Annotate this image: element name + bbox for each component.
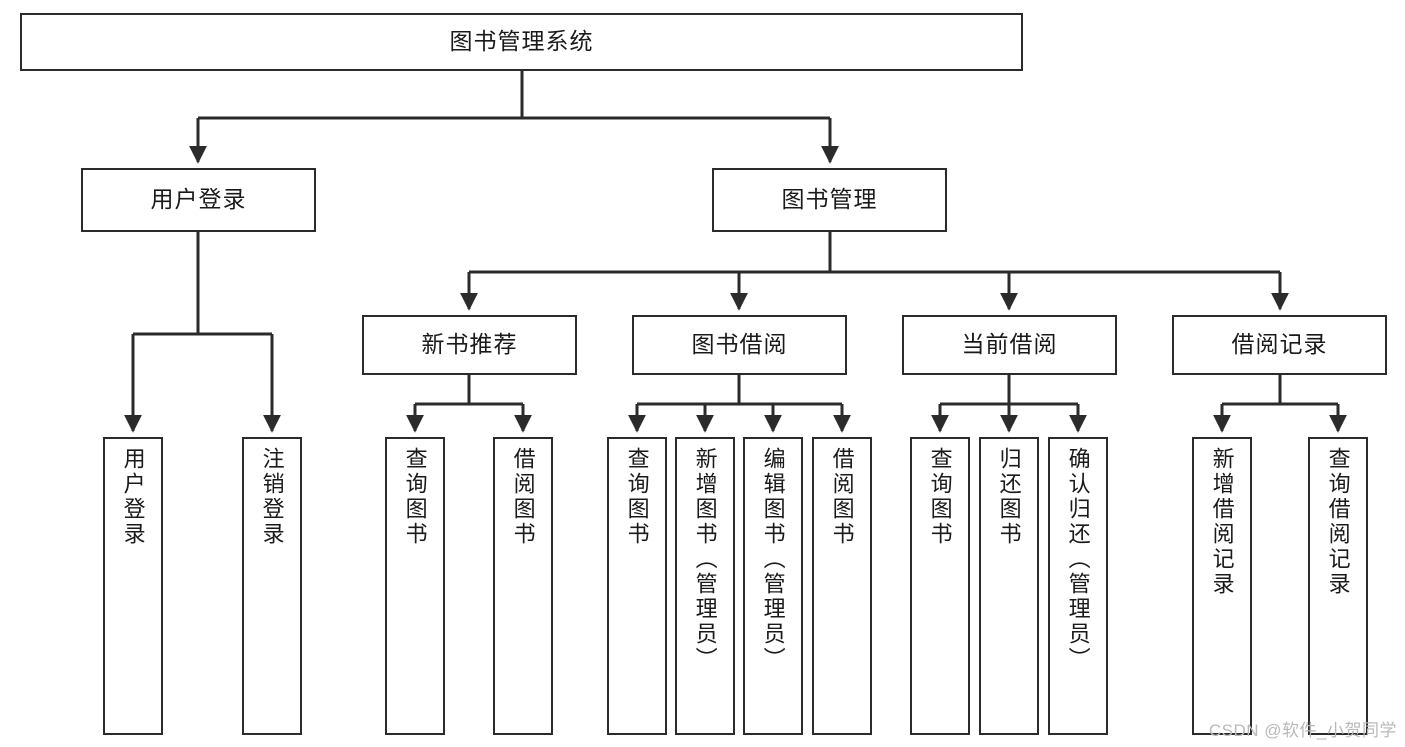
node-book-borrow[interactable]: 图书借阅 — [632, 315, 847, 375]
node-leaf-return-book[interactable]: 归还图书 — [979, 437, 1039, 735]
node-leaf-query-book-3-label: 查询图书 — [927, 447, 953, 547]
node-leaf-query-record[interactable]: 查询借阅记录 — [1308, 437, 1368, 735]
node-root[interactable]: 图书管理系统 — [20, 13, 1023, 71]
node-leaf-logout-label: 注销登录 — [259, 447, 285, 547]
node-leaf-query-book-3[interactable]: 查询图书 — [910, 437, 970, 735]
node-leaf-query-book-2[interactable]: 查询图书 — [607, 437, 667, 735]
node-borrow-record-label: 借阅记录 — [1231, 331, 1328, 358]
node-leaf-confirm-return[interactable]: 确认归还（管理员） — [1048, 437, 1108, 735]
node-book-borrow-label: 图书借阅 — [691, 331, 788, 358]
node-new-book-rec[interactable]: 新书推荐 — [362, 315, 577, 375]
node-leaf-add-record[interactable]: 新增借阅记录 — [1192, 437, 1252, 735]
node-leaf-add-book[interactable]: 新增图书（管理员） — [675, 437, 735, 735]
node-leaf-query-book-1[interactable]: 查询图书 — [385, 437, 445, 735]
node-leaf-query-record-label: 查询借阅记录 — [1325, 447, 1351, 597]
node-book-manage-label: 图书管理 — [781, 186, 878, 213]
node-leaf-edit-book[interactable]: 编辑图书（管理员） — [743, 437, 803, 735]
node-leaf-query-book-2-label: 查询图书 — [624, 447, 650, 547]
node-user-login[interactable]: 用户登录 — [81, 168, 316, 232]
node-book-manage[interactable]: 图书管理 — [712, 168, 947, 232]
node-leaf-user-login[interactable]: 用户登录 — [103, 437, 163, 735]
node-leaf-borrow-book-2[interactable]: 借阅图书 — [812, 437, 872, 735]
node-leaf-return-book-label: 归还图书 — [996, 447, 1022, 547]
node-leaf-add-book-label: 新增图书（管理员） — [692, 447, 718, 672]
node-current-borrow[interactable]: 当前借阅 — [902, 315, 1117, 375]
node-user-login-label: 用户登录 — [150, 186, 247, 213]
node-leaf-add-record-label: 新增借阅记录 — [1209, 447, 1235, 597]
node-borrow-record[interactable]: 借阅记录 — [1172, 315, 1387, 375]
node-leaf-borrow-book-1[interactable]: 借阅图书 — [493, 437, 553, 735]
node-leaf-query-book-1-label: 查询图书 — [402, 447, 428, 547]
node-leaf-user-login-label: 用户登录 — [120, 447, 146, 547]
node-leaf-borrow-book-2-label: 借阅图书 — [829, 447, 855, 547]
node-leaf-edit-book-label: 编辑图书（管理员） — [760, 447, 786, 672]
node-leaf-confirm-return-label: 确认归还（管理员） — [1065, 447, 1091, 672]
node-leaf-borrow-book-1-label: 借阅图书 — [510, 447, 536, 547]
node-leaf-logout[interactable]: 注销登录 — [242, 437, 302, 735]
node-new-book-rec-label: 新书推荐 — [421, 331, 518, 358]
node-current-borrow-label: 当前借阅 — [961, 331, 1058, 358]
watermark: CSDN @软件_小贺同学 — [1208, 721, 1397, 740]
node-root-label: 图书管理系统 — [449, 28, 594, 55]
